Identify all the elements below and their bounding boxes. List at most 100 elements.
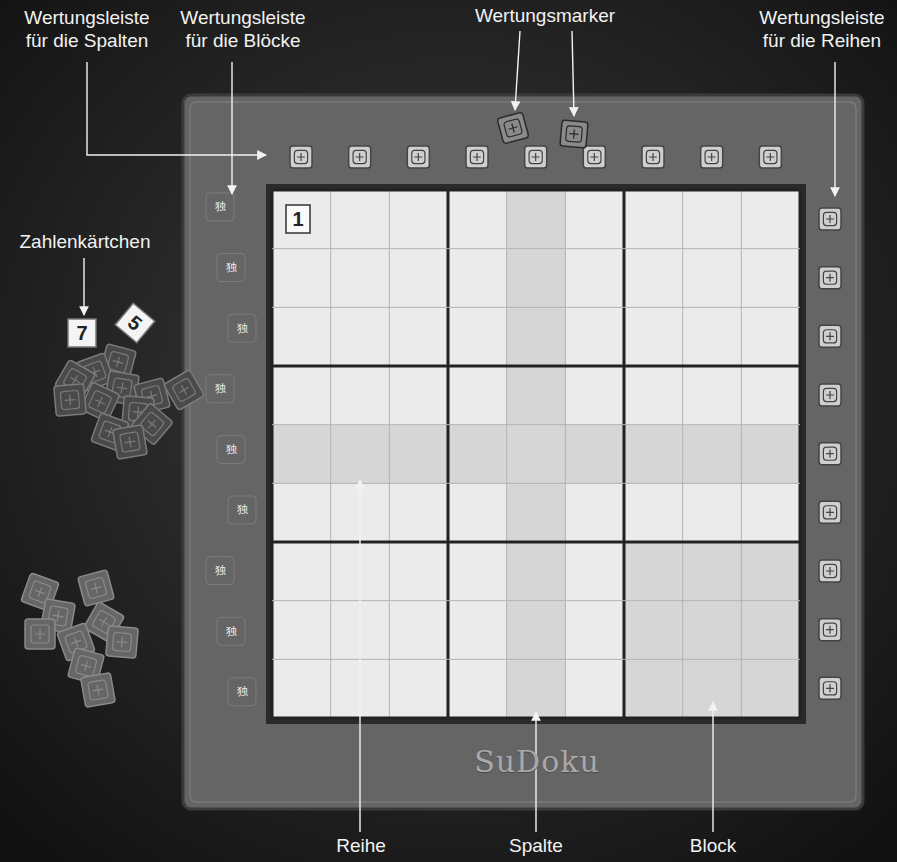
token-stamp: [172, 378, 197, 403]
token-body: [525, 146, 547, 168]
block-score-slot: [206, 375, 234, 403]
block-score-glyph: 独: [222, 443, 240, 456]
block-score-glyph: 独: [211, 200, 229, 213]
token-glyph: [569, 129, 579, 139]
token-glyph: [69, 635, 83, 649]
block-score-glyph: 独: [233, 322, 251, 335]
token-glyph: [826, 626, 834, 634]
number-card: [68, 319, 96, 347]
grid-line: [272, 424, 800, 425]
grid-line: [389, 190, 390, 718]
token-body: [819, 208, 841, 230]
token-glyph: [826, 215, 834, 223]
token-body: [497, 112, 529, 144]
token-stamp: [120, 432, 141, 453]
token-stamp: [764, 150, 777, 163]
token-glyph: [826, 332, 834, 340]
token-stamp: [823, 564, 836, 577]
token-glyph: [649, 153, 657, 161]
token-body: [583, 146, 605, 168]
score-token: [25, 619, 55, 649]
grid-line: [623, 190, 626, 718]
grid-line: [272, 248, 800, 249]
token-glyph: [590, 153, 598, 161]
callout-label: Spalte: [491, 835, 581, 858]
column-score-token: [290, 146, 312, 168]
grid-line: [565, 190, 566, 718]
token-body: [466, 146, 488, 168]
grid-line: [272, 600, 800, 601]
token-body: [560, 120, 588, 148]
leader-line: [359, 480, 360, 832]
token-glyph: [356, 153, 364, 161]
token-stamp: [823, 212, 836, 225]
token-glyph: [826, 450, 834, 458]
grid-line: [741, 190, 742, 718]
leader-line: [515, 31, 520, 110]
grid-lines: [272, 190, 800, 718]
token-glyph: [116, 382, 129, 395]
block-score-slot: [206, 557, 234, 585]
token-glyph: [532, 153, 540, 161]
score-token: [78, 570, 115, 607]
token-glyph: [297, 153, 305, 161]
leader-line: [83, 258, 84, 315]
token-glyph: [144, 416, 159, 431]
token-body: [701, 146, 723, 168]
token-stamp: [566, 126, 583, 143]
score-token: [81, 673, 116, 708]
row-score-token: [819, 208, 841, 230]
token-stamp: [823, 388, 836, 401]
number-card: [115, 303, 154, 342]
token-stamp: [823, 506, 836, 519]
highlighted-column: [507, 190, 566, 718]
token-body: [290, 146, 312, 168]
score-marker: [497, 112, 529, 144]
token-body: [642, 146, 664, 168]
callout-label: Wertungsleiste für die Blöcke: [168, 7, 318, 53]
leader-lines: [84, 31, 835, 832]
block-score-glyph: 独: [233, 503, 251, 516]
callout-label: Block: [668, 835, 758, 858]
score-token: [54, 384, 87, 417]
token-body: [819, 560, 841, 582]
token-body: [819, 501, 841, 523]
token-glyph: [89, 581, 102, 594]
row-score-token: [819, 501, 841, 523]
number-card: [286, 205, 310, 233]
board-logo: SuDoku: [427, 744, 647, 780]
column-score-token: [349, 146, 371, 168]
token-stamp: [823, 447, 836, 460]
token-stamp: [88, 680, 109, 701]
column-score-token: [583, 146, 605, 168]
token-glyph: [826, 391, 834, 399]
token-glyph: [826, 567, 834, 575]
card-number: 5: [118, 306, 152, 340]
token-body: [759, 146, 781, 168]
column-score-token: [701, 146, 723, 168]
grid-line: [272, 541, 800, 544]
token-stamp: [823, 623, 836, 636]
token-stamp: [529, 150, 542, 163]
grid-line: [447, 190, 450, 718]
leader-line: [231, 62, 232, 194]
block-score-glyph: 独: [233, 685, 251, 698]
token-glyph: [33, 585, 47, 599]
token-glyph: [507, 122, 518, 133]
token-stamp: [705, 150, 718, 163]
token-glyph: [35, 629, 46, 640]
block-score-glyph: 独: [222, 625, 240, 638]
token-stamp: [646, 150, 659, 163]
token-body: [106, 626, 139, 659]
token-body: [81, 673, 116, 708]
row-score-token: [819, 325, 841, 347]
token-body: [407, 146, 429, 168]
board-frame: [183, 95, 863, 809]
block-score-slot: [228, 496, 256, 524]
block-score-glyph: 独: [222, 261, 240, 274]
grid-line: [506, 190, 507, 718]
block-score-slot: [217, 254, 245, 282]
token-body: [349, 146, 371, 168]
grid-line: [330, 190, 331, 718]
